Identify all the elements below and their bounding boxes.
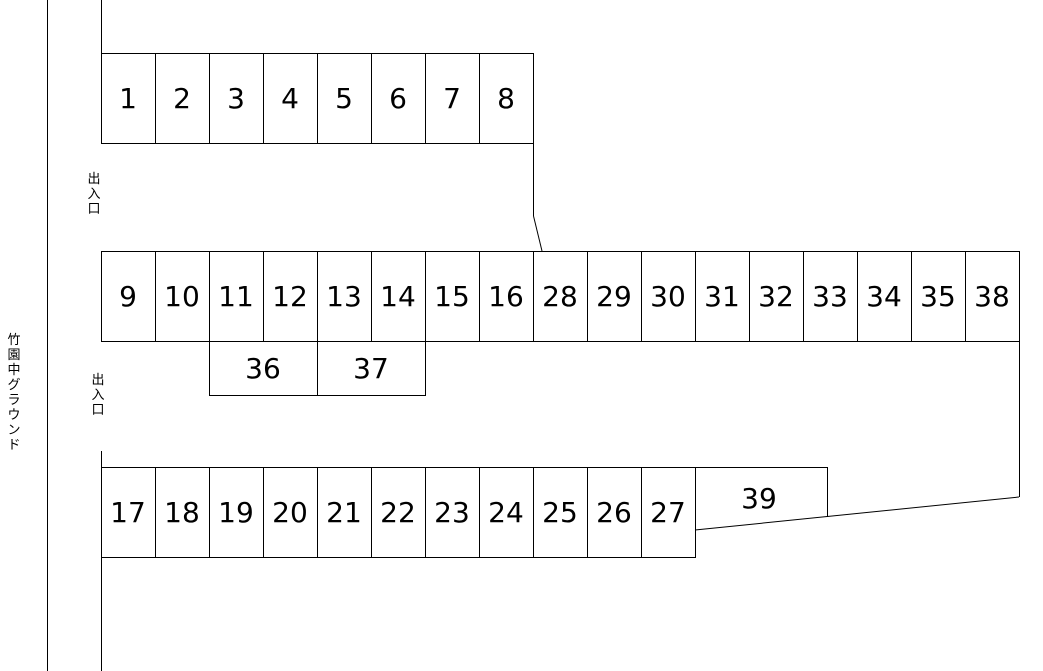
parking-slot-11: 11	[209, 251, 264, 342]
parking-slot-14: 14	[371, 251, 426, 342]
parking-slot-18: 18	[155, 467, 210, 558]
parking-slot-23: 23	[425, 467, 480, 558]
lower-diagonal-line	[694, 496, 1020, 531]
slot-number: 36	[245, 352, 281, 385]
entrance-label-lower: 出 入 口	[91, 373, 105, 418]
parking-slot-26: 26	[587, 467, 642, 558]
slot-number: 20	[272, 496, 308, 529]
slot-number: 2	[173, 82, 191, 115]
slot-number: 16	[488, 280, 524, 313]
parking-slot-27: 27	[641, 467, 696, 558]
parking-slot-33: 33	[803, 251, 858, 342]
slot-number: 29	[596, 280, 632, 313]
parking-slot-5: 5	[317, 53, 372, 144]
slot-number: 5	[335, 82, 353, 115]
slot-number: 17	[110, 496, 146, 529]
slot-box	[641, 467, 696, 558]
parking-slot-15: 15	[425, 251, 480, 342]
parking-slot-19: 19	[209, 467, 264, 558]
parking-slot-17: 17	[101, 467, 156, 558]
slot-number: 3	[227, 82, 245, 115]
parking-slot-31: 31	[695, 251, 750, 342]
ground-label: 竹 園 中 グ ラ ウ ン ド	[7, 333, 21, 453]
slot-number: 28	[542, 280, 578, 313]
slot-number: 19	[218, 496, 254, 529]
parking-slot-25: 25	[533, 467, 588, 558]
slot-box	[479, 53, 534, 144]
slot-number: 33	[812, 280, 848, 313]
parking-slot-13: 13	[317, 251, 372, 342]
slot-number: 7	[443, 82, 461, 115]
slot-number: 10	[164, 280, 200, 313]
slot-number: 8	[497, 82, 515, 115]
slot-number: 13	[326, 280, 362, 313]
parking-slot-4: 4	[263, 53, 318, 144]
parking-slot-1: 1	[101, 53, 156, 144]
parking-slot-8: 8	[479, 53, 534, 144]
parking-slot-38: 38	[965, 251, 1020, 342]
parking-slot-20: 20	[263, 467, 318, 558]
slot-number: 30	[650, 280, 686, 313]
slot-number: 27	[650, 496, 686, 529]
slot-number: 37	[353, 352, 389, 385]
slot-number: 32	[758, 280, 794, 313]
slot-number: 15	[434, 280, 470, 313]
parking-slot-32: 32	[749, 251, 804, 342]
slot-number: 14	[380, 280, 416, 313]
slot-number: 35	[920, 280, 956, 313]
entrance-label-upper: 出 入 口	[87, 172, 101, 217]
parking-slot-39: 39	[741, 482, 777, 515]
slot-number: 6	[389, 82, 407, 115]
parking-slot-16: 16	[479, 251, 534, 342]
parking-slot-3: 3	[209, 53, 264, 144]
slot-number: 38	[974, 280, 1010, 313]
slot-number: 4	[281, 82, 299, 115]
slot-number: 1	[119, 82, 137, 115]
parking-slot-12: 12	[263, 251, 318, 342]
parking-slot-29: 29	[587, 251, 642, 342]
slot-number: 24	[488, 496, 524, 529]
slot-number: 34	[866, 280, 902, 313]
connector-diagonal	[533, 215, 543, 252]
parking-slot-37: 37	[317, 341, 426, 396]
parking-slot-7: 7	[425, 53, 480, 144]
slot-number: 9	[119, 280, 137, 313]
slot-number: 23	[434, 496, 470, 529]
parking-slot-10: 10	[155, 251, 210, 342]
slot-number: 26	[596, 496, 632, 529]
parking-slot-2: 2	[155, 53, 210, 144]
parking-slot-6: 6	[371, 53, 426, 144]
slot-number: 39	[741, 482, 777, 515]
slot-box	[317, 341, 426, 396]
parking-slot-24: 24	[479, 467, 534, 558]
slot-number: 18	[164, 496, 200, 529]
parking-slot-35: 35	[911, 251, 966, 342]
parking-slot-9: 9	[101, 251, 156, 342]
parking-slot-36: 36	[209, 341, 318, 396]
parking-slot-28: 28	[533, 251, 588, 342]
parking-slot-21: 21	[317, 467, 372, 558]
slot-number: 25	[542, 496, 578, 529]
parking-slot-22: 22	[371, 467, 426, 558]
slot-number: 22	[380, 496, 416, 529]
slot-number: 12	[272, 280, 308, 313]
parking-slot-34: 34	[857, 251, 912, 342]
slot-box	[965, 251, 1020, 342]
slot-number: 11	[218, 280, 254, 313]
slot-number: 31	[704, 280, 740, 313]
slot-number: 21	[326, 496, 362, 529]
parking-slot-30: 30	[641, 251, 696, 342]
